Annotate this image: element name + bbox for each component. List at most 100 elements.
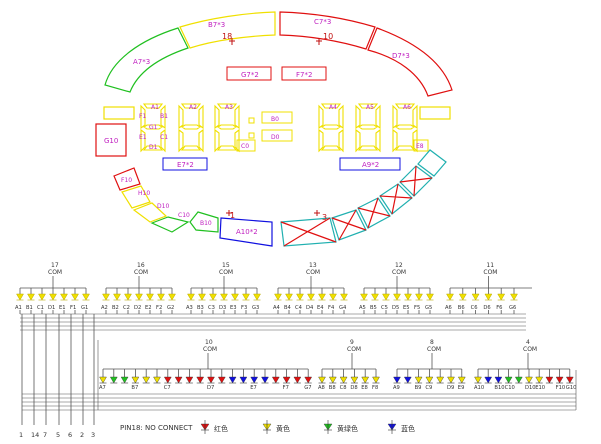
pin-label: C2 [123, 305, 130, 311]
com-label: COM [483, 269, 497, 276]
led-symbol [371, 293, 379, 301]
legend-note: PIN18: NO CONNECT [120, 424, 193, 432]
digit-seg-e [318, 128, 324, 153]
digit-label-g1: G1 [149, 124, 158, 131]
com-number: 15 [222, 262, 230, 269]
pin-label: G1 [81, 305, 88, 311]
led-symbol [457, 376, 466, 384]
led-symbol [318, 376, 326, 384]
segment-cyan-group [280, 149, 447, 247]
led-symbol [535, 376, 544, 384]
segment-f10 [113, 167, 141, 191]
led-symbol [71, 293, 79, 301]
digit-label-b0: B0 [271, 116, 279, 123]
led-symbol [484, 293, 493, 301]
pin-label: C6 [471, 305, 478, 311]
segment-c7 [279, 11, 376, 50]
digit-seg-d [357, 145, 379, 151]
led-symbol [382, 293, 390, 301]
led-symbol [38, 293, 46, 301]
digit-seg-b [338, 104, 344, 130]
led-symbol [99, 376, 107, 384]
pin-label: G2 [167, 305, 174, 311]
seg-label-f10: F10 [121, 177, 132, 184]
pin-label: D6 [483, 305, 490, 311]
pin-label: B7 [131, 385, 138, 391]
pin-label: B2 [112, 305, 119, 311]
pin-label: E2 [145, 305, 152, 311]
digit-label-a1: A1 [151, 104, 159, 111]
pin-label: F2 [156, 305, 162, 311]
pin-label: B9 [415, 385, 422, 391]
segment-right-bar [419, 106, 451, 120]
led-symbol [504, 376, 513, 384]
led-symbol [16, 293, 24, 301]
com-label: COM [347, 346, 361, 353]
seg-label-f7: F7*2 [296, 71, 312, 79]
pin-label: A3 [186, 305, 193, 311]
digit-seg-f [214, 104, 220, 130]
seg-label-c10: C10 [178, 212, 190, 219]
pin-label: C5 [381, 305, 388, 311]
seg-label-c7: C7*3 [314, 18, 331, 26]
led-symbol [113, 293, 121, 301]
com-label: COM [523, 346, 537, 353]
led-symbol [426, 293, 434, 301]
digit-seg-d [180, 145, 202, 151]
com-label: COM [203, 346, 217, 353]
pin-label: C1 [37, 305, 44, 311]
segment-a10 [219, 217, 273, 247]
led-symbol [220, 293, 228, 301]
legend-label: 黄绿色 [337, 424, 358, 433]
com-number: 13 [309, 262, 317, 269]
segment-e8 [413, 139, 429, 152]
led-symbol [282, 376, 291, 384]
pin-label: A4 [273, 305, 281, 311]
com-label: COM [219, 269, 233, 276]
led-symbol [239, 376, 248, 384]
legend-item-blue: 蓝色 [387, 420, 415, 434]
legend-label: 蓝色 [401, 424, 415, 433]
led-symbol [293, 376, 302, 384]
digit-seg-g [217, 124, 237, 130]
digit-seg-g [321, 124, 341, 130]
digit-seg-b [198, 104, 204, 130]
com-number: 9 [350, 339, 354, 346]
digit-seg-a [142, 103, 164, 109]
led-symbol [318, 293, 326, 301]
digit-seg-f [178, 104, 184, 130]
led-symbol [231, 293, 239, 301]
pin-label: B3 [197, 305, 204, 311]
segment-e7 [162, 157, 208, 171]
digit-label-d1: D1 [149, 144, 158, 151]
com-number: 11 [486, 262, 494, 269]
pin-label: D4 [306, 305, 314, 311]
segment-d0 [261, 129, 293, 142]
legend-label: 红色 [214, 424, 228, 433]
pin-number-3: 3 [91, 431, 95, 439]
pin-label: E10 [535, 385, 545, 391]
com-number: 4 [526, 339, 530, 346]
digit-seg-c [198, 128, 204, 153]
seg-label-3: 3 [322, 213, 327, 222]
digit-seg-g [181, 124, 201, 130]
pin-label: A6 [445, 305, 452, 311]
pin-label: C7 [164, 385, 171, 391]
pin-label: A10 [474, 385, 484, 391]
legend-item-green: 黄绿色 [323, 420, 358, 434]
pin-label: C10 [505, 385, 515, 391]
led-symbol [510, 293, 518, 301]
seg-label-d7: D7*3 [392, 52, 410, 60]
digit-seg-c [160, 128, 166, 153]
pin-label: B10 [494, 385, 504, 391]
led-symbol [253, 293, 261, 301]
pin-number-14: 14 [31, 431, 39, 439]
pin-number-2: 2 [80, 431, 84, 439]
pin-label: A9 [393, 385, 400, 391]
pin-label: A2 [101, 305, 108, 311]
digit-seg-b [412, 104, 418, 130]
